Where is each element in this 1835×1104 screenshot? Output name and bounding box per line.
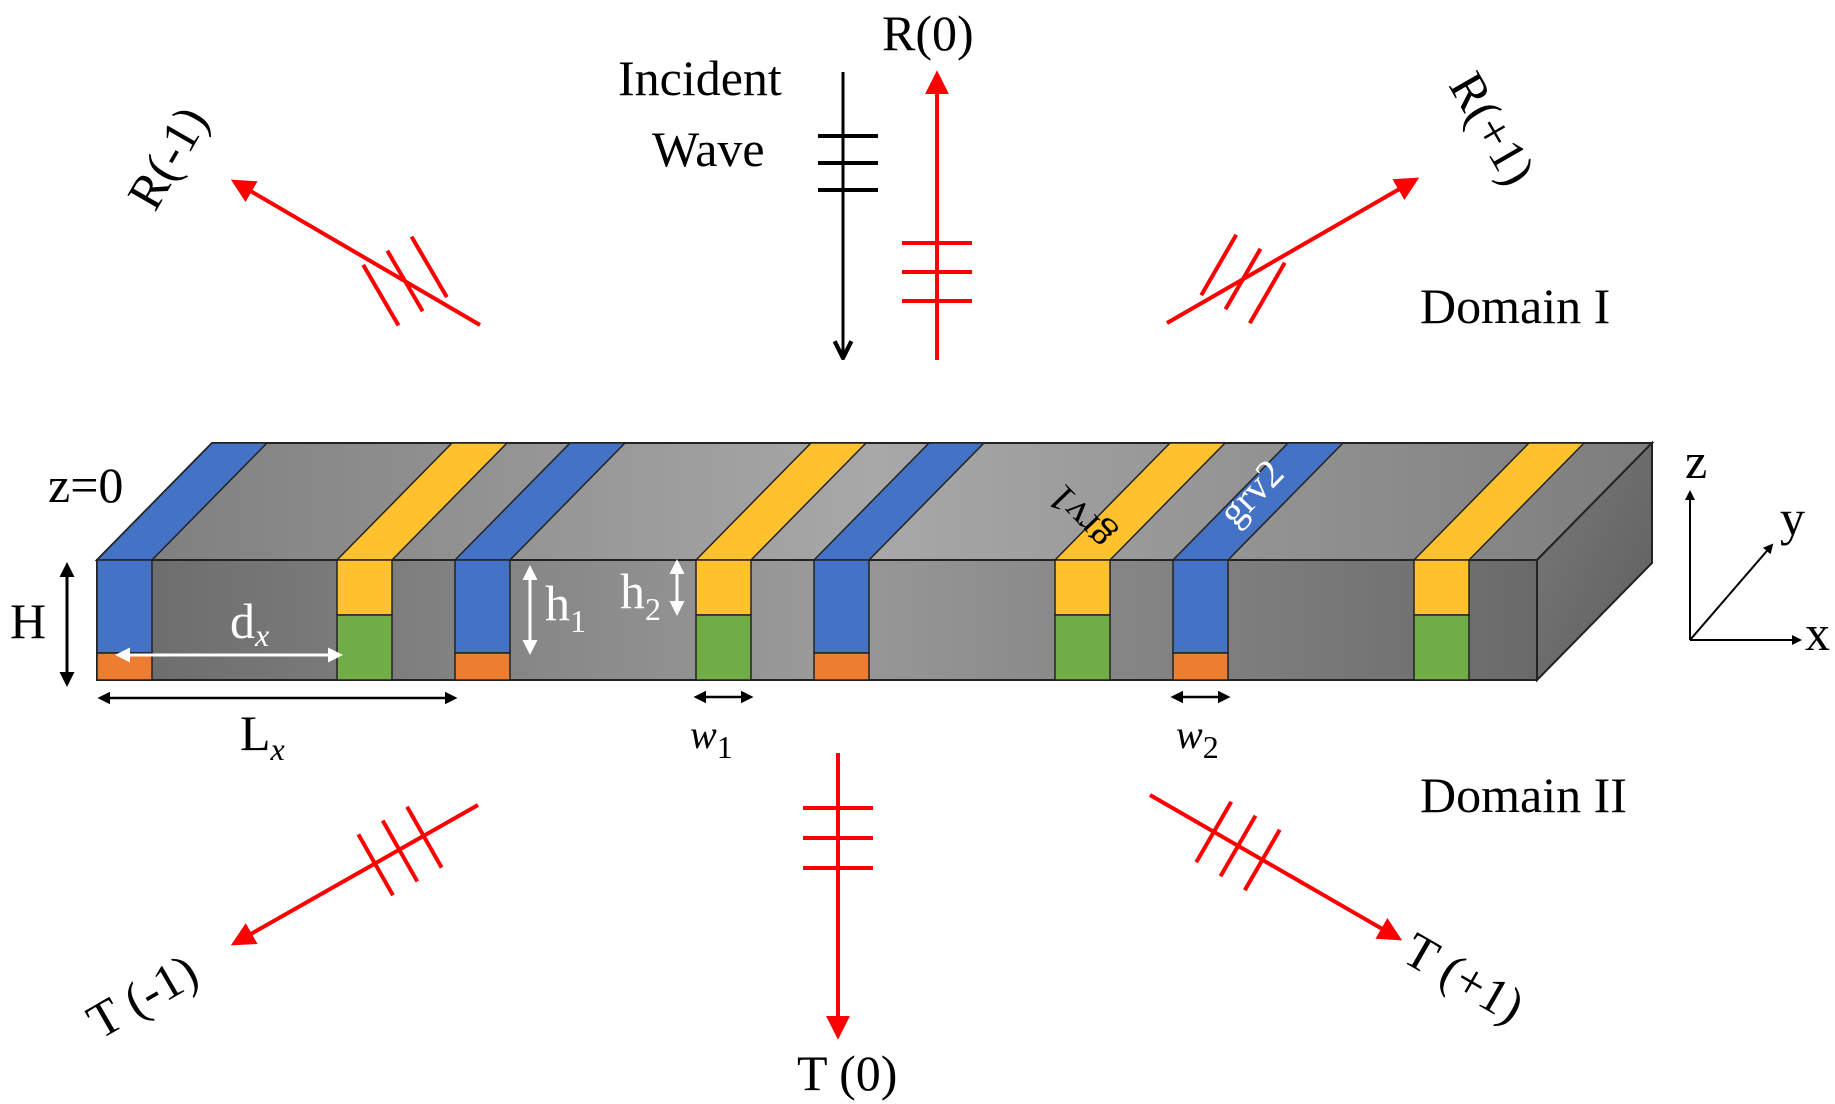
yellow-grooves bbox=[335, 442, 1586, 681]
t-minus1-arrow bbox=[230, 803, 479, 946]
transmitted-orders: T (0) T (-1) T (+1) bbox=[78, 753, 1534, 1101]
blue-grooves bbox=[95, 442, 1345, 681]
w1-label: w1 bbox=[690, 712, 733, 765]
domain-2-label: Domain II bbox=[1420, 767, 1627, 823]
reflected-orders: R(0) R(-1) R(+1) bbox=[116, 5, 1547, 360]
z0-label: z=0 bbox=[48, 457, 123, 513]
axis-x-label: x bbox=[1805, 605, 1830, 661]
incident-wave: Incident Wave bbox=[618, 50, 878, 358]
domain-1-label: Domain I bbox=[1420, 278, 1610, 334]
r-plus1-label: R(+1) bbox=[1438, 63, 1546, 195]
h2-label: h2 bbox=[620, 563, 661, 627]
axis-y-line bbox=[1689, 543, 1774, 641]
Lx-label: Lx bbox=[240, 705, 285, 767]
t-minus1-label: T (-1) bbox=[78, 942, 207, 1049]
incident-label-line1: Incident bbox=[618, 50, 782, 106]
coordinate-axes: z y x bbox=[1685, 433, 1830, 661]
incident-label-line2: Wave bbox=[652, 121, 765, 177]
axis-z-label: z bbox=[1685, 433, 1707, 489]
axis-y-label: y bbox=[1780, 490, 1805, 546]
r-minus1-label: R(-1) bbox=[116, 97, 219, 219]
dx-label: dx bbox=[230, 593, 269, 653]
dimensions: H z=0 dx h1 h2 Lx w1 w2 bbox=[10, 457, 1231, 767]
height-H-label: H bbox=[10, 593, 46, 649]
t-plus1-label: T (+1) bbox=[1395, 921, 1534, 1034]
w2-label: w2 bbox=[1176, 712, 1219, 765]
h1-label: h1 bbox=[545, 575, 586, 639]
t0-label: T (0) bbox=[797, 1045, 897, 1101]
t-plus1-arrow bbox=[1149, 793, 1403, 941]
grating-slab: grv1 grv2 bbox=[94, 440, 1655, 683]
r-plus1-arrow bbox=[1166, 177, 1420, 325]
r-minus1-arrow bbox=[230, 179, 482, 327]
r0-label: R(0) bbox=[882, 5, 974, 61]
